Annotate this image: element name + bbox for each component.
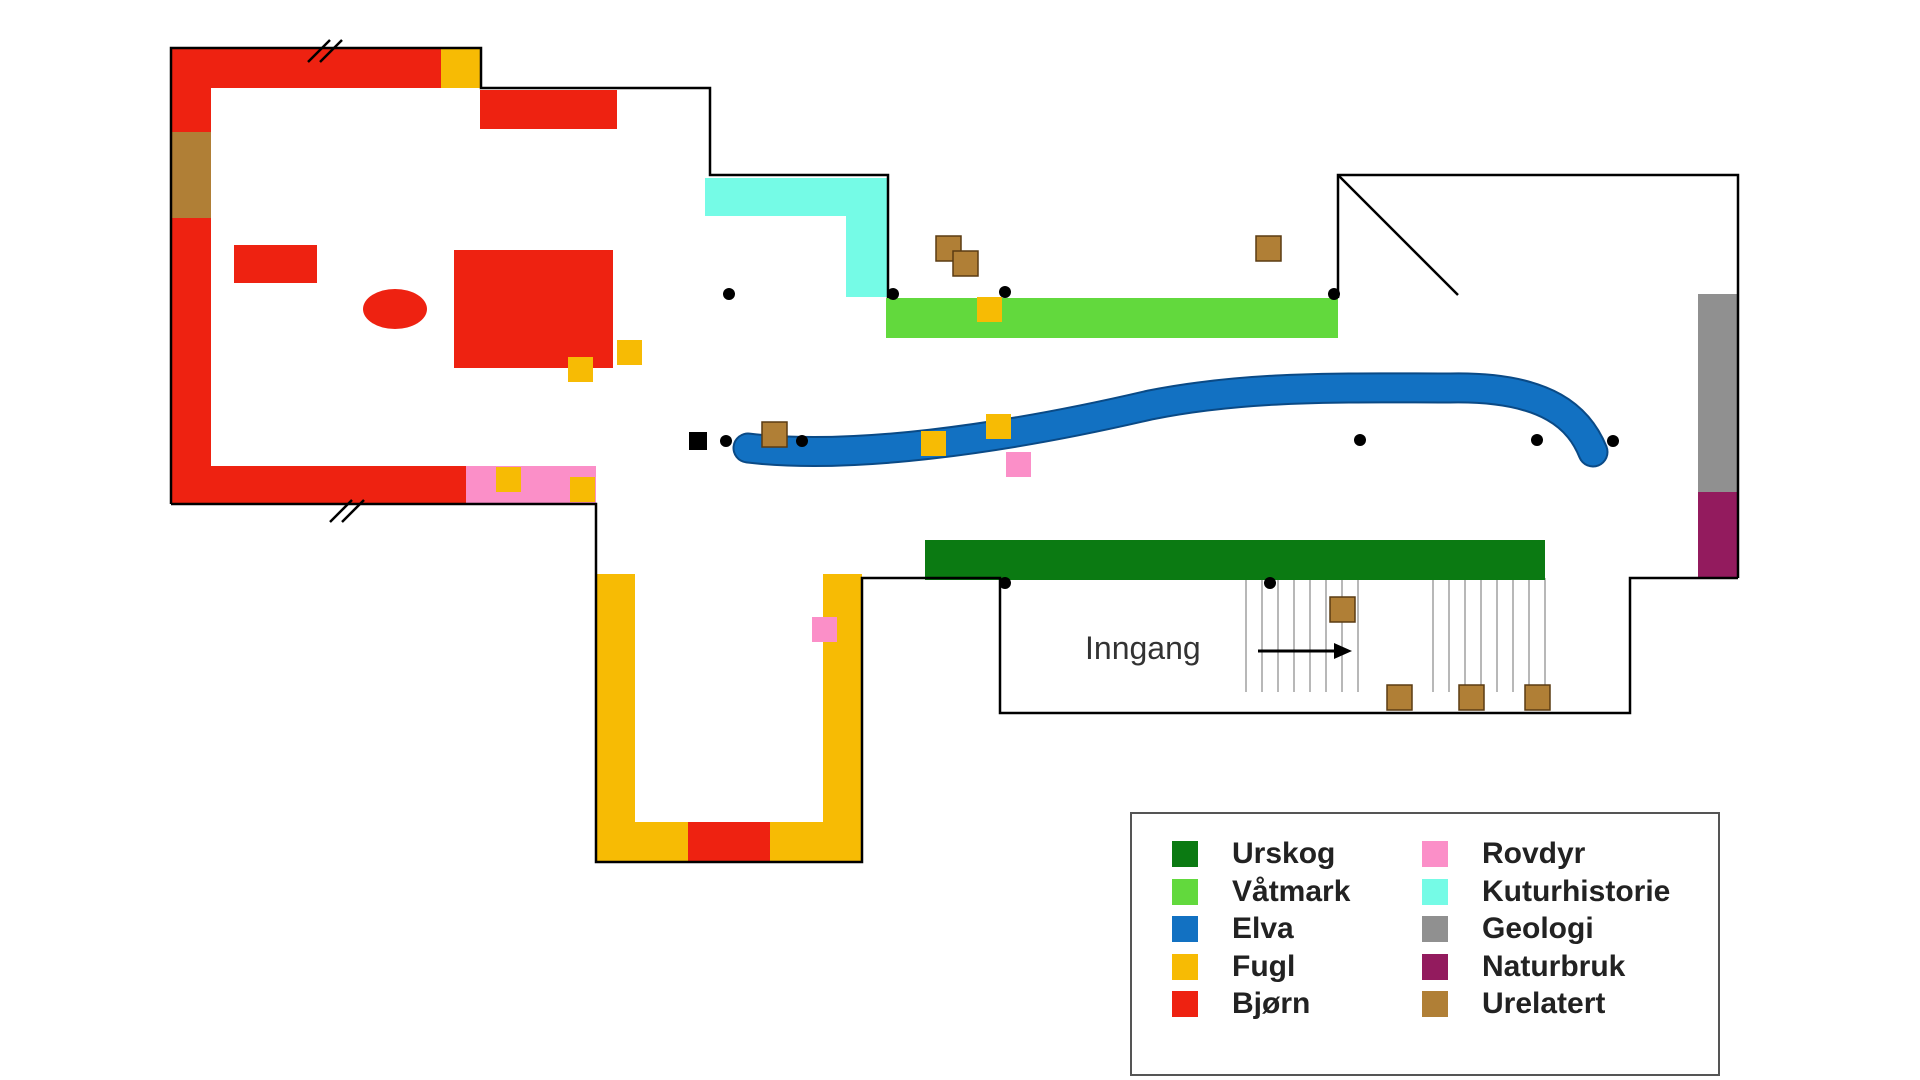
- column: [1531, 434, 1543, 446]
- legend-label: Bjørn: [1232, 987, 1311, 1020]
- column: [720, 435, 732, 447]
- kulturhistorie-vertical: [846, 178, 888, 297]
- legend-label: Rovdyr: [1482, 837, 1586, 870]
- legend-label: Våtmark: [1232, 874, 1351, 908]
- bjorn-wall-bottom: [171, 466, 466, 504]
- zone-elva-river-fill: [734, 374, 1607, 466]
- fugl-top-corner: [441, 48, 481, 88]
- column: [723, 288, 735, 300]
- fugl-square: [570, 477, 595, 502]
- zone-geologi: [1698, 294, 1738, 492]
- legend-item: Urelatert: [1422, 986, 1605, 1022]
- legend-item: Rovdyr: [1422, 836, 1585, 872]
- legend-item: Bjørn: [1172, 986, 1310, 1022]
- entrance-stairs: [1245, 578, 1546, 692]
- bjorn-exhibit-large: [454, 250, 613, 368]
- bjorn-exhibit-oval: [363, 289, 427, 329]
- column: [999, 577, 1011, 589]
- bjorn-wall-left: [171, 48, 211, 504]
- urelatert-square: [1255, 235, 1282, 262]
- legend-label: Fugl: [1232, 949, 1296, 983]
- bjorn-exhibit-south: [688, 822, 770, 861]
- rovdyr-square-south: [812, 617, 837, 642]
- legend-item: Kuturhistorie: [1422, 874, 1670, 910]
- wall-top-left: [169, 46, 890, 504]
- wall-east-lower: [171, 502, 1738, 864]
- legend-label: Kuturhistorie: [1482, 874, 1671, 908]
- column: [1328, 288, 1340, 300]
- legend-label: Elva: [1232, 912, 1294, 945]
- fugl-square: [568, 357, 593, 382]
- zone-naturbruk: [1698, 492, 1738, 578]
- legend-label: Naturbruk: [1482, 949, 1626, 983]
- legend-swatch: [1422, 841, 1448, 867]
- legend-swatch: [1422, 916, 1448, 942]
- legend-swatch: [1172, 916, 1198, 942]
- fugl-square: [496, 467, 521, 492]
- bjorn-exhibit-small: [234, 245, 317, 283]
- wall-east-upper: [1336, 173, 1740, 578]
- legend-swatch: [1422, 953, 1448, 980]
- legend-swatch: [1172, 878, 1198, 905]
- legend-swatch: [1172, 841, 1198, 867]
- zone-urskog: [925, 540, 1545, 580]
- legend-label: Urelatert: [1482, 987, 1606, 1020]
- bjorn-wall-top: [171, 48, 441, 88]
- legend-item: Geologi: [1422, 911, 1594, 947]
- legend-swatch: [1172, 953, 1198, 980]
- legend-label: Urskog: [1232, 837, 1336, 870]
- column: [1607, 435, 1619, 447]
- column: [1264, 577, 1276, 589]
- fugl-square: [921, 431, 946, 456]
- column: [999, 286, 1011, 298]
- bjorn-exhibit-upper: [480, 90, 617, 129]
- urelatert-square: [1524, 684, 1551, 711]
- zone-fugl: [441, 48, 862, 862]
- legend-swatch: [1422, 878, 1448, 905]
- urelatert-left-wall: [171, 132, 211, 218]
- fugl-square: [617, 340, 642, 365]
- fugl-squares: [496, 297, 1011, 502]
- legend-item: Urskog: [1172, 836, 1335, 872]
- legend-item: Våtmark: [1172, 874, 1350, 910]
- legend-label: Geologi: [1482, 912, 1594, 945]
- legend-item: Naturbruk: [1422, 949, 1625, 985]
- columns: [689, 286, 1619, 589]
- fugl-south-left-wall: [596, 574, 635, 862]
- urelatert-square: [1386, 684, 1413, 711]
- zone-kulturhistorie: [705, 178, 888, 297]
- urelatert-square: [1329, 596, 1356, 623]
- legend-swatch: [1422, 991, 1448, 1017]
- column: [887, 288, 899, 300]
- legend-item: Elva: [1172, 911, 1294, 947]
- urelatert-square: [1458, 684, 1485, 711]
- rovdyr-square-river: [1006, 452, 1031, 477]
- column-square: [689, 432, 707, 450]
- wall-diagonal: [1337, 174, 1459, 296]
- fugl-south-bottom-left: [596, 822, 688, 861]
- zone-bjorn: [171, 48, 770, 861]
- entrance-label: Inngang: [1085, 630, 1201, 666]
- entrance-arrow: [1258, 643, 1352, 659]
- wall-break-marks: [307, 39, 365, 523]
- urelatert-squares: [761, 235, 1551, 711]
- urelatert-square: [952, 250, 979, 277]
- legend-item: Fugl: [1172, 949, 1295, 985]
- fugl-south-bottom-right: [770, 822, 862, 861]
- fugl-square: [986, 414, 1011, 439]
- zone-vatmark: [886, 298, 1338, 338]
- fugl-square: [977, 297, 1002, 322]
- column: [1354, 434, 1366, 446]
- building-walls: [169, 46, 1740, 864]
- urelatert-square: [761, 421, 788, 448]
- column: [796, 435, 808, 447]
- legend-swatch: [1172, 991, 1198, 1017]
